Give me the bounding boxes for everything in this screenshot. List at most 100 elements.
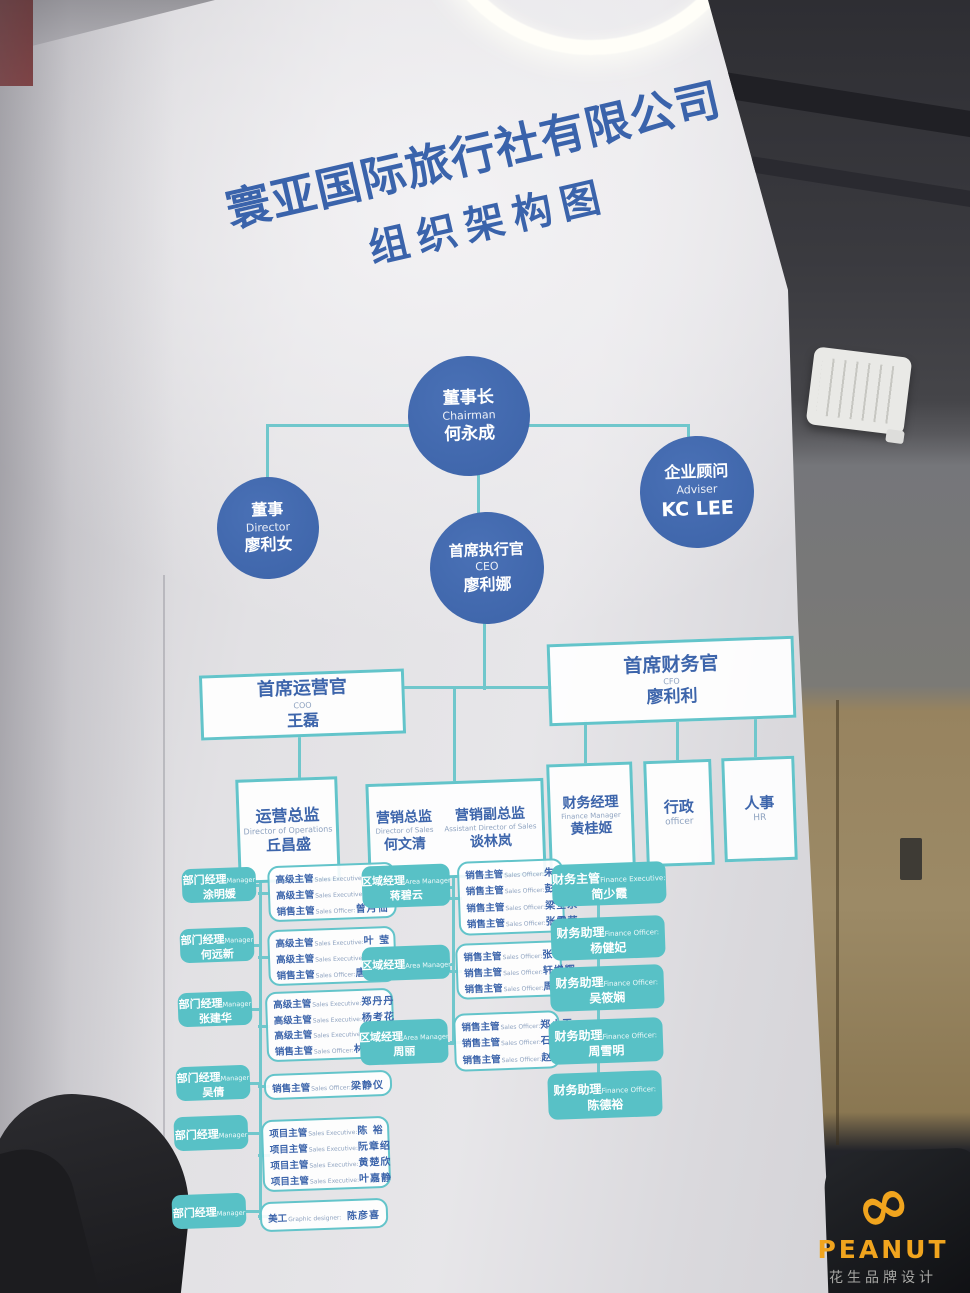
area-manager-label: 区域经理Area Manager — [361, 951, 451, 974]
admin-subtitle: officer — [664, 816, 694, 828]
finance-staff-title: 财务助理 — [554, 1027, 603, 1044]
finance-staff-title: 财务助理 — [553, 1081, 602, 1098]
connector-stub — [450, 897, 462, 900]
staff-role: 项目主管 — [269, 1143, 309, 1156]
staff-role: 高级主管 — [275, 953, 315, 966]
dept-manager-name: 张建华 — [198, 1011, 233, 1026]
staff-role: 项目主管 — [269, 1127, 308, 1140]
area-manager-label: 区域经理Area Manager — [361, 868, 451, 891]
connector-stub — [246, 1082, 262, 1085]
connector-spine — [452, 876, 455, 1044]
finance-staff-title: 财务助理 — [556, 924, 605, 941]
staff-role-en: Sales Executive: — [309, 1160, 359, 1170]
connector-line — [477, 472, 480, 516]
staff-role-en: Sales Officer: — [504, 870, 545, 879]
director-subtitle: Director — [245, 520, 291, 535]
staff-role: 高级主管 — [274, 1029, 313, 1043]
staff-role: 销售主管 — [465, 885, 504, 898]
coo-title: 首席运营官 — [256, 676, 348, 701]
staff-role: 高级主管 — [275, 937, 314, 950]
dept-manager-node: 部门经理Manager 何远新 — [179, 926, 255, 964]
admin-box: 行政 officer — [643, 758, 715, 868]
staff-name: 郑丹丹 — [361, 995, 395, 1009]
connector-line — [402, 686, 552, 689]
staff-role-en: Sales Executive: — [314, 874, 364, 884]
staff-role-en: Sales Officer: — [504, 887, 545, 896]
staff-role-en: Sales Officer: — [505, 920, 546, 929]
staff-role-en: Sales Executive: — [315, 890, 365, 900]
staff-role: 销售主管 — [276, 905, 315, 918]
finance-manager-name: 黄桂姬 — [570, 820, 613, 838]
staff-role: 高级主管 — [275, 873, 314, 886]
dept-manager-name: 何远新 — [200, 947, 235, 962]
finance-staff-node: 财务主管Finance Executive: 简少霞 — [551, 861, 667, 907]
watermark: ∞ PEANUT 花生品牌设计 — [808, 1161, 958, 1287]
door-edge — [836, 700, 839, 1145]
staff-role: 销售主管 — [463, 966, 503, 980]
finance-staff-node: 财务助理Finance Officer: 陈德裕 — [547, 1070, 663, 1120]
watermark-brand: PEANUT — [817, 1235, 949, 1264]
staff-role-en: Sales Officer: — [313, 1046, 354, 1056]
connector-line — [298, 735, 301, 781]
sales-director-name: 何文清 — [383, 836, 427, 854]
connector-line — [584, 720, 587, 764]
red-wall-object — [0, 0, 33, 86]
chairman-title: 董事长 — [442, 386, 495, 409]
dept-manager-node: 部门经理Manager — [171, 1192, 247, 1230]
staff-name: 梁静仪 — [350, 1079, 385, 1092]
finance-staff-subtitle: Finance Executive: — [599, 873, 666, 884]
connector-stub — [246, 1210, 262, 1213]
staff-role: 高级主管 — [273, 1014, 313, 1027]
dept-manager-node: 部门经理Manager 张建华 — [177, 990, 253, 1028]
coo-box: 首席运营官 COO 王磊 — [198, 668, 407, 741]
staff-name: 叶嘉静 — [358, 1172, 393, 1185]
connector-stub — [444, 1042, 454, 1045]
ceo-name: 廖利娜 — [463, 573, 512, 595]
staff-role-en: Sales Officer: — [501, 1055, 542, 1065]
dept-manager-subtitle: Manager — [226, 875, 256, 885]
area-manager-title: 区域经理 — [360, 874, 406, 889]
dept-manager-name: 吴倩 — [202, 1085, 225, 1100]
dept-manager-label: 部门经理Manager — [176, 1065, 249, 1088]
finance-staff-subtitle: Finance Officer: — [601, 1084, 657, 1095]
hr-box: 人事 HR — [721, 755, 798, 863]
connector-line — [266, 424, 269, 484]
wall-object — [900, 838, 922, 880]
connector-stub — [258, 1025, 270, 1028]
hr-title: 人事 — [743, 793, 775, 813]
ceo-subtitle: CEO — [475, 559, 499, 574]
dept-manager-subtitle: Manager — [216, 1208, 246, 1218]
adviser-title: 企业顾问 — [663, 461, 729, 483]
area-manager-name: 周丽 — [393, 1044, 416, 1059]
wall-crease — [163, 575, 165, 1240]
staff-role: 销售主管 — [461, 1021, 500, 1034]
area-manager-label: 区域经理Area Manager — [359, 1024, 449, 1047]
cfo-box: 首席财务官 CFO 廖利利 — [546, 635, 797, 727]
sales-deputy-name: 谈林岚 — [469, 833, 513, 851]
ceo-title: 首席执行官 — [448, 539, 525, 561]
hr-subtitle: HR — [753, 812, 767, 823]
connector-stub — [246, 1132, 262, 1135]
adviser-node: 企业顾问 Adviser KC LEE — [638, 434, 756, 550]
staff-role-en: Sales Executive: — [315, 954, 365, 964]
finance-staff-title: 财务助理 — [555, 974, 604, 991]
coo-name: 王磊 — [286, 710, 320, 731]
finance-manager-title: 财务经理 — [562, 793, 619, 812]
dept-manager-title: 部门经理 — [182, 872, 227, 888]
dept-manager-node: 部门经理Manager 吴倩 — [175, 1064, 251, 1102]
ac-vent — [805, 346, 913, 436]
chairman-node: 董事长 Chairman 何永成 — [405, 353, 533, 479]
sales-deputy-node: 营销副总监 Assistant Director of Sales 谈林岚 — [444, 804, 538, 853]
finance-staff-subtitle: Finance Officer: — [602, 1030, 658, 1041]
staff-name: 阮章绍 — [357, 1140, 392, 1153]
sales-director-title: 营销总监 — [375, 808, 433, 827]
staff-role: 项目主管 — [270, 1175, 310, 1188]
